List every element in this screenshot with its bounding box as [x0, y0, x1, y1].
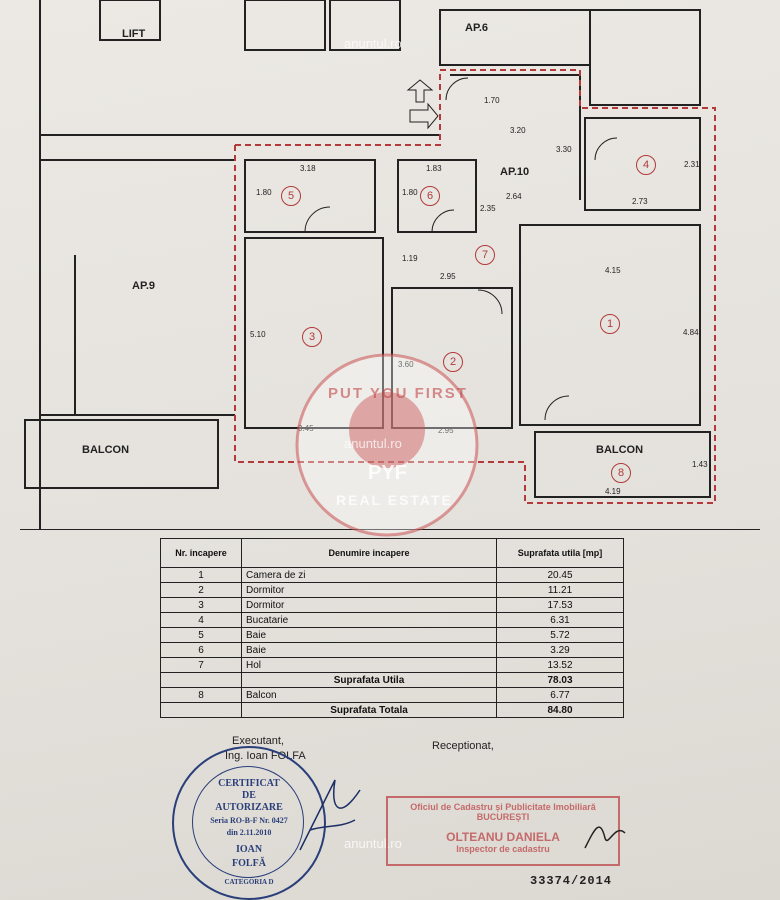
- room-number-5: 5: [281, 186, 301, 206]
- balcony-label-right: BALCON: [596, 444, 644, 456]
- column-header-name: Denumire incapere: [241, 538, 497, 568]
- room-number-1: 1: [600, 314, 620, 334]
- apartment-label-ap10: AP.10: [500, 166, 530, 178]
- dimension-label: 2.64: [506, 192, 522, 201]
- column-header-nr: Nr. incapere: [160, 538, 242, 568]
- dimension-label: 1.70: [484, 96, 500, 105]
- dimension-label: 3.18: [300, 164, 316, 173]
- room-number-4: 4: [636, 155, 656, 175]
- dimension-label: 1.43: [692, 460, 708, 469]
- authorization-stamp: CERTIFICAT DE AUTORIZARE Seria RO-B-F Nr…: [172, 746, 326, 900]
- dimension-label: 1.19: [402, 254, 418, 263]
- dimension-label: 4.84: [683, 328, 699, 337]
- apartment-label-ap6: AP.6: [465, 22, 489, 34]
- room-number-7: 7: [475, 245, 495, 265]
- room-number-8: 8: [611, 463, 631, 483]
- dimension-label: 5.10: [250, 330, 266, 339]
- room-number-3: 3: [302, 327, 322, 347]
- watermark-site: anuntul.ro: [344, 36, 402, 51]
- dimension-label: 4.15: [605, 266, 621, 275]
- apartment-label-ap9: AP.9: [132, 280, 156, 292]
- dimension-label: 1.80: [402, 188, 418, 197]
- dimension-label: 2.95: [440, 272, 456, 281]
- dimension-label: 3.60: [398, 360, 414, 369]
- table-header-row: Nr. incapere Denumire incapere Suprafata…: [160, 538, 624, 568]
- stamp-text: Seria RO-B-F Nr. 0427: [210, 816, 288, 825]
- stamp-text: AUTORIZARE: [215, 802, 283, 813]
- signature-scribble-icon: [299, 779, 361, 851]
- dimension-label: 2.73: [632, 197, 648, 206]
- stamp-text: FOLFĂ: [232, 858, 266, 869]
- dimension-label: 1.83: [426, 164, 442, 173]
- stamp-text: CATEGORIA D: [224, 878, 274, 886]
- stamp-text: DE: [242, 790, 256, 801]
- stamp-text: Inspector de cadastru: [456, 844, 550, 854]
- cadastre-office-stamp: Oficiul de Cadastru și Publicitate Imobi…: [386, 796, 620, 866]
- stamp-text: IOAN: [235, 844, 263, 855]
- watermark-logo-mid-text: PYF: [368, 462, 407, 484]
- watermark-site: anuntul.ro: [344, 436, 402, 451]
- stamp-text: BUCUREȘTI: [476, 812, 530, 822]
- room-number-2: 2: [443, 352, 463, 372]
- stamp-text: Oficiul de Cadastru și Publicitate Imobi…: [410, 802, 596, 812]
- pyf-watermark-logo-icon: [295, 353, 479, 537]
- floor-plan-drawing: [20, 0, 760, 530]
- stamp-text: CERTIFICAT: [218, 778, 280, 789]
- dimension-label: 4.19: [605, 487, 621, 496]
- room-area-table: Nr. incapere Denumire incapere Suprafata…: [160, 538, 624, 718]
- dimension-label: 2.31: [684, 160, 700, 169]
- lift-label: LIFT: [122, 28, 146, 40]
- signature-scribble-icon: [584, 826, 626, 849]
- dimension-label: 3.20: [510, 126, 526, 135]
- dimension-label: 3.45: [298, 424, 314, 433]
- dimension-label: 2.35: [480, 204, 496, 213]
- document-number: 33374/2014: [530, 874, 613, 888]
- room-number-6: 6: [420, 186, 440, 206]
- stamp-text: din 2.11.2010: [226, 828, 272, 837]
- dimension-label: 3.30: [556, 145, 572, 154]
- executant-label: Executant,: [232, 735, 284, 747]
- stamp-text: OLTEANU DANIELA: [446, 830, 560, 844]
- balcony-label-left: BALCON: [82, 444, 130, 456]
- dimension-label: 2.95: [438, 426, 454, 435]
- watermark-logo-top-text: PUT YOU FIRST: [328, 385, 468, 402]
- receptionat-label: Receptionat,: [432, 740, 494, 752]
- watermark-logo-bottom-text: REAL ESTATE: [336, 492, 453, 508]
- dimension-label: 1.80: [256, 188, 272, 197]
- column-header-area: Suprafata utila [mp]: [496, 538, 624, 568]
